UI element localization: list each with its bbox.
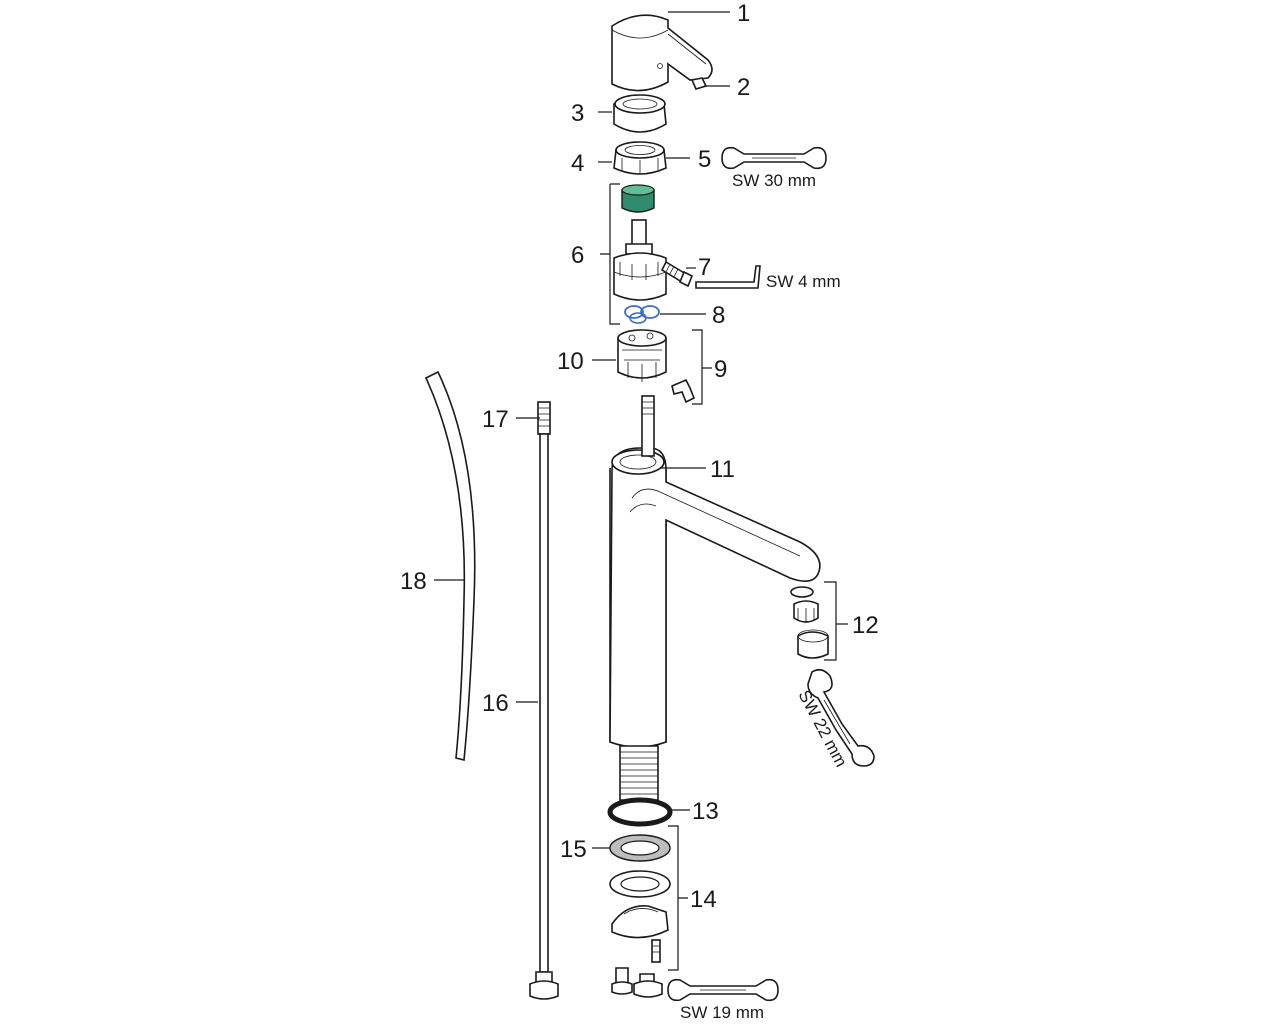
part-threaded-shank <box>619 745 659 801</box>
callout-13: 13 <box>692 798 719 825</box>
part-cartridge <box>613 184 667 301</box>
callout-2: 2 <box>737 74 750 101</box>
tool-wrench-30 <box>721 146 827 170</box>
part-handle <box>611 14 713 92</box>
part-supply-hose <box>529 401 559 1000</box>
label-sw-19: SW 19 mm <box>680 1003 764 1022</box>
callout-1: 1 <box>737 0 750 27</box>
part-flexible-hose <box>424 370 476 762</box>
tool-hex-key <box>695 265 761 289</box>
part-o-rings <box>624 305 660 324</box>
callout-3: 3 <box>571 100 584 127</box>
part-o-ring-large <box>607 797 673 827</box>
callout-12: 12 <box>852 612 879 639</box>
part-spout-body <box>609 447 821 748</box>
callout-5: 5 <box>698 146 711 173</box>
callout-9: 9 <box>714 356 727 383</box>
part-washer-grey <box>609 834 671 862</box>
leader-lines <box>434 11 848 971</box>
callout-7: 7 <box>698 254 711 281</box>
part-set-screw <box>690 77 708 90</box>
tool-wrench-19 <box>667 978 779 1002</box>
part-threaded-nut <box>613 141 667 175</box>
callout-8: 8 <box>712 302 725 329</box>
callout-17: 17 <box>482 406 509 433</box>
part-valve-base <box>617 329 667 382</box>
part-cover-cap <box>613 94 667 133</box>
callout-11: 11 <box>710 456 735 483</box>
label-sw-4: SW 4 mm <box>766 272 841 291</box>
callout-14: 14 <box>690 886 717 913</box>
callout-4: 4 <box>571 150 584 177</box>
callout-labels: 1 2 3 4 5 6 7 8 9 10 11 12 13 14 15 16 1… <box>400 0 879 913</box>
part-supply-hose-upper <box>641 395 655 457</box>
label-sw-30: SW 30 mm <box>732 171 816 190</box>
tool-wrench-22 <box>807 668 875 767</box>
callout-10: 10 <box>557 348 584 375</box>
part-aerator <box>790 586 829 659</box>
callout-6: 6 <box>571 242 584 269</box>
part-clip <box>671 378 696 404</box>
part-grub-screw <box>660 260 694 288</box>
callout-16: 16 <box>482 690 509 717</box>
callout-18: 18 <box>400 568 427 595</box>
part-fixing-set <box>609 870 671 998</box>
callout-15: 15 <box>560 836 587 863</box>
